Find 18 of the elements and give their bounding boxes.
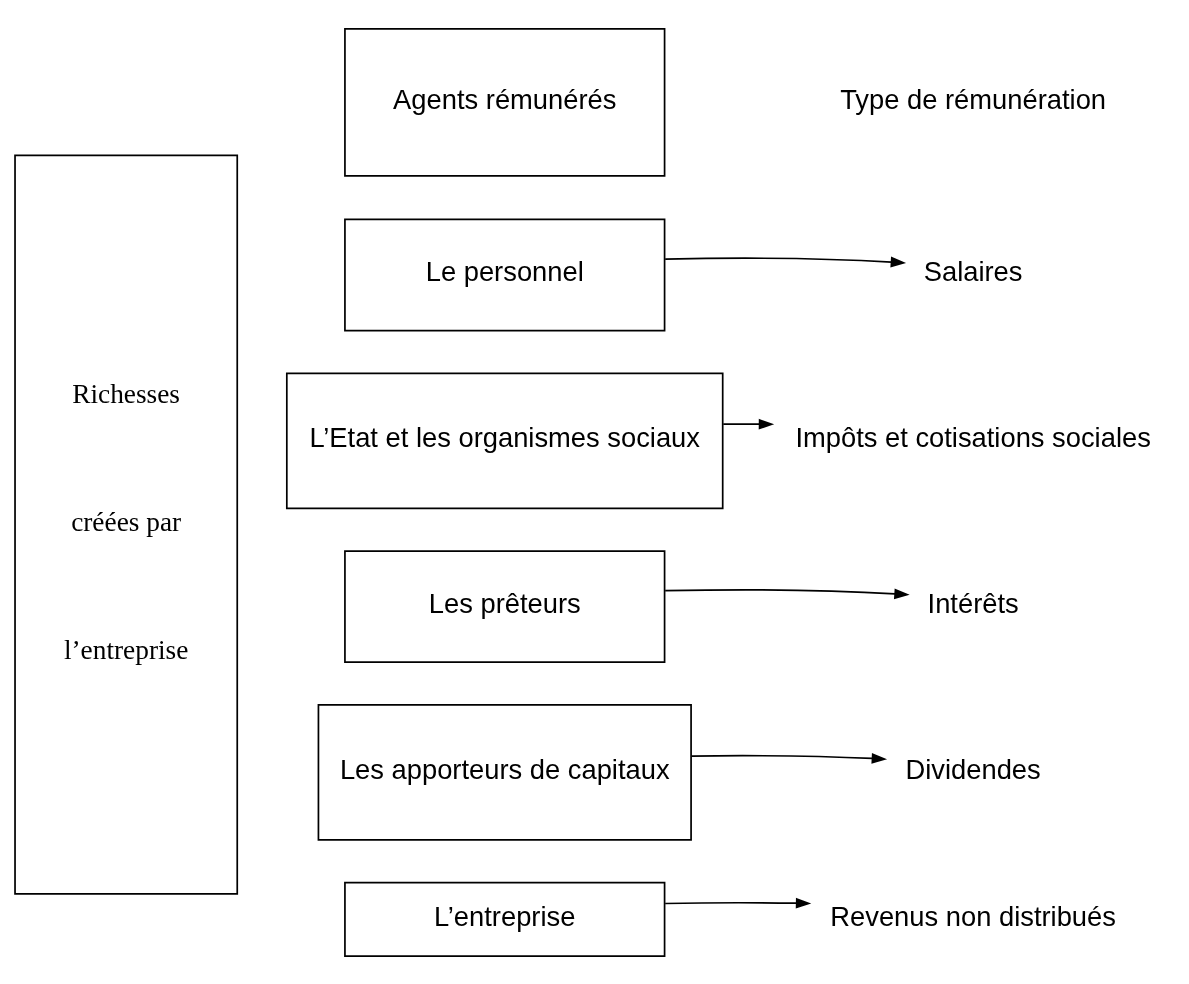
arrow <box>664 587 910 599</box>
node-text: Dividendes <box>905 753 1041 785</box>
node-box: Richesses créées par l’entreprise <box>14 153 239 895</box>
node-box: Les apporteurs de capitaux <box>317 703 692 841</box>
node-box: Les prêteurs <box>344 549 666 663</box>
arrow <box>664 897 812 909</box>
node-text: Revenus non distribués <box>830 900 1116 932</box>
node-box: Le personnel <box>344 218 666 331</box>
node-text: Intérêts <box>927 587 1019 619</box>
arrow <box>690 752 888 764</box>
arrow <box>664 256 907 267</box>
label: Type de rémunération <box>840 83 1107 115</box>
node-text: Salaires <box>923 255 1023 287</box>
node-box: L’Etat et les organismes sociaux <box>285 371 724 509</box>
node-box: Agents rémunérés <box>344 27 666 177</box>
node-box: L’entreprise <box>344 881 666 957</box>
node-text: Impôts et cotisations sociales <box>795 421 1151 453</box>
arrow <box>722 418 775 430</box>
